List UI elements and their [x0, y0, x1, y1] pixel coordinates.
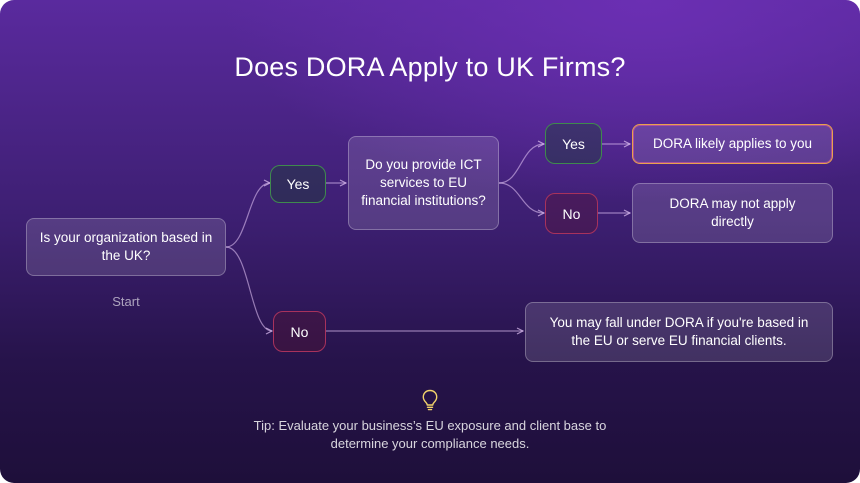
node-no-1: No: [273, 311, 326, 352]
node-ict-question-text: Do you provide ICT services to EU financ…: [361, 157, 486, 208]
node-result-eu: You may fall under DORA if you're based …: [525, 302, 833, 362]
node-yes-1: Yes: [270, 165, 326, 203]
node-no-1-text: No: [290, 323, 309, 340]
edge-ict-yes: [498, 144, 544, 184]
node-yes-2-text: Yes: [562, 135, 585, 152]
node-result-may-not: DORA may not apply directly: [632, 183, 833, 243]
node-start-question: Is your organization based in the UK?: [26, 218, 226, 276]
node-no-2: No: [545, 193, 598, 234]
node-result-applies: DORA likely applies to you: [632, 124, 833, 164]
edge-ict-no: [498, 182, 544, 213]
node-no-2-text: No: [562, 205, 581, 222]
lightbulb-icon: [422, 389, 438, 411]
edge-start-no: [225, 246, 272, 331]
diagram-title: Does DORA Apply to UK Firms?: [234, 52, 626, 82]
node-yes-1-text: Yes: [286, 176, 310, 192]
node-result-may-not-text: DORA may not apply directly: [669, 196, 796, 229]
node-start-question-text: Is your organization based in the UK?: [39, 230, 213, 263]
tip-text: Tip: Evaluate your business’s EU exposur…: [253, 418, 607, 451]
edge-start-yes: [225, 183, 270, 248]
node-yes-2: Yes: [545, 123, 602, 164]
node-result-eu-text: You may fall under DORA if you're based …: [549, 315, 809, 348]
node-result-applies-text: DORA likely applies to you: [652, 136, 813, 151]
node-ict-question: Do you provide ICT services to EU financ…: [348, 136, 499, 230]
start-label: Start: [112, 294, 140, 309]
